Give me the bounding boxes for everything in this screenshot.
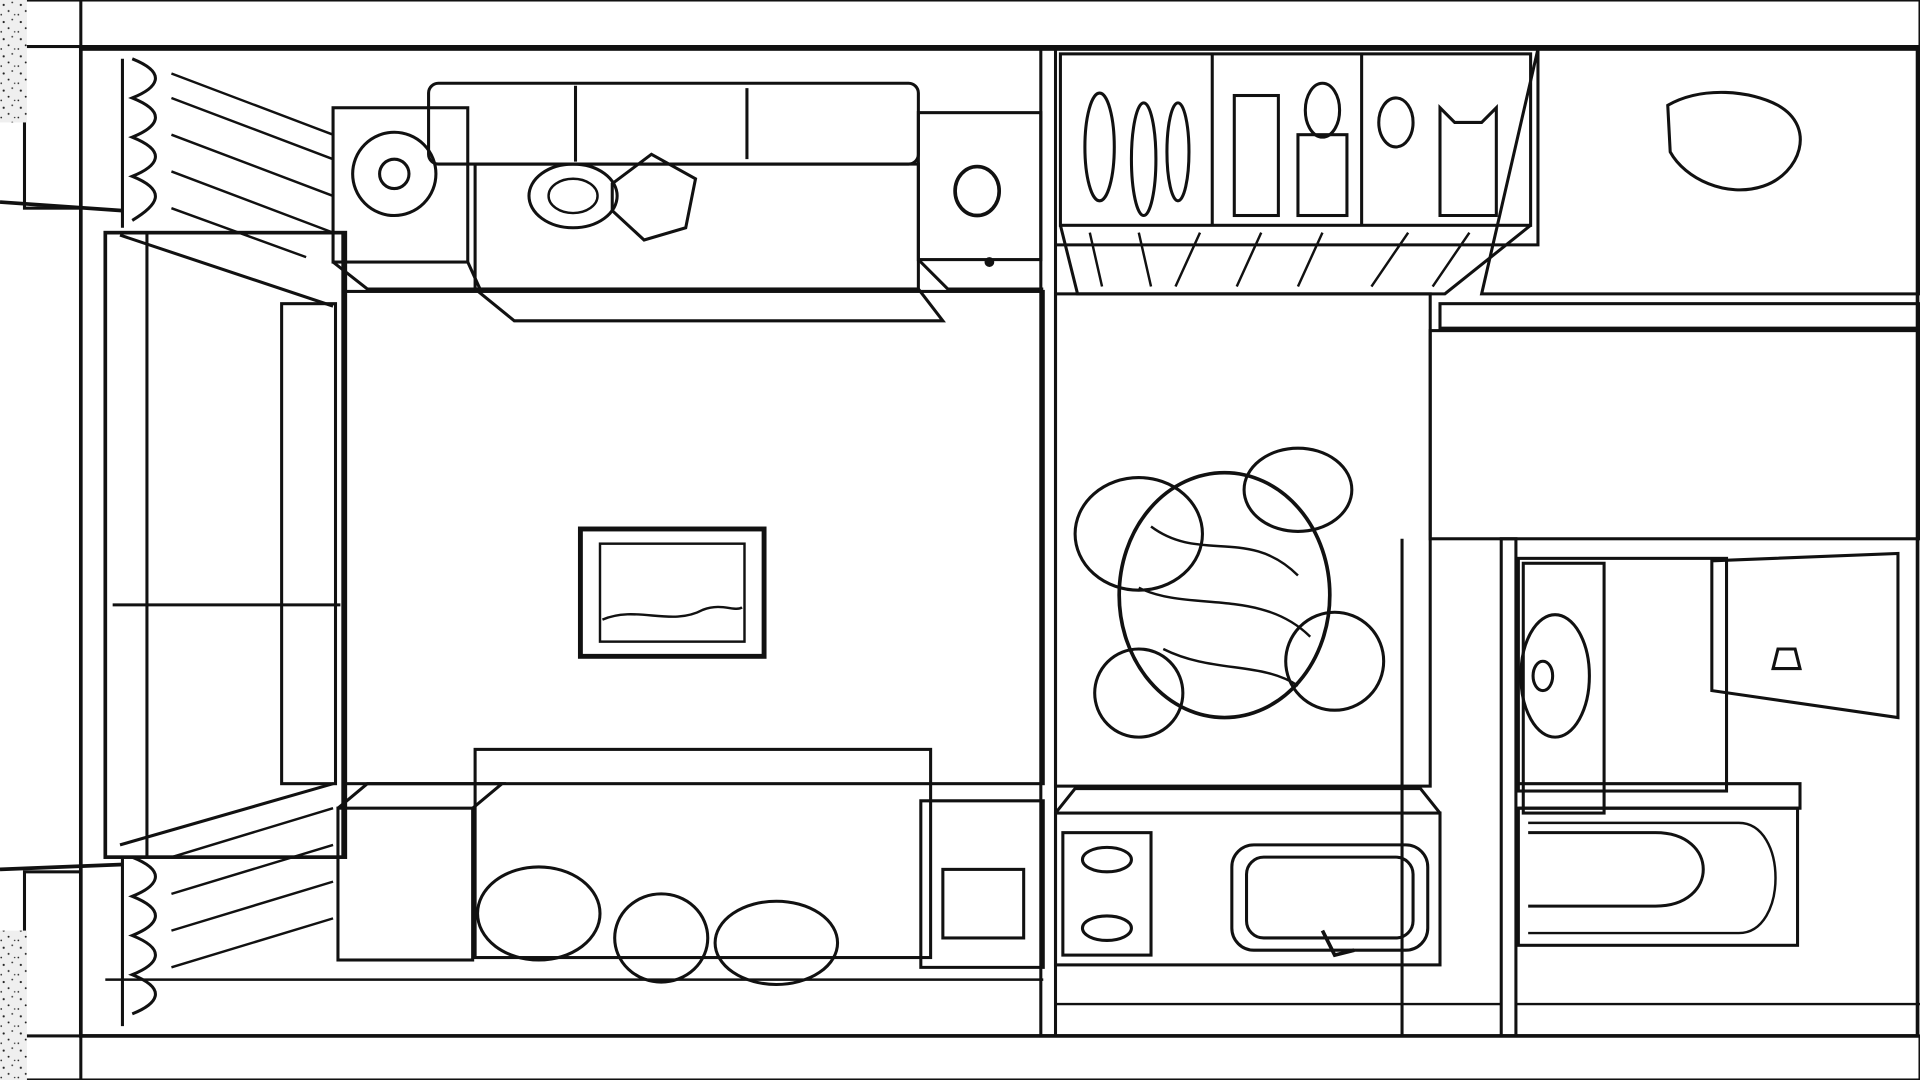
- mirror: [1519, 613, 1591, 739]
- bathroom: [1428, 47, 1920, 1006]
- sink: [1230, 843, 1430, 958]
- round-table: [1073, 446, 1386, 739]
- window: [103, 230, 348, 859]
- cushions: [476, 865, 840, 987]
- wall-cabinet: [1521, 561, 1606, 815]
- side-unit: [916, 111, 1044, 291]
- tap: [1320, 929, 1355, 958]
- wall-shelf: [1058, 52, 1533, 296]
- curtains: [120, 57, 334, 1027]
- hob: [1061, 831, 1153, 957]
- counter: [1053, 787, 1442, 967]
- framed-picture: [577, 526, 767, 659]
- patterned-towel: [1479, 47, 1920, 296]
- bathtub: [1516, 782, 1802, 947]
- utensils: [1083, 81, 1498, 218]
- living-room: [103, 57, 1045, 1027]
- pillows: [527, 152, 698, 242]
